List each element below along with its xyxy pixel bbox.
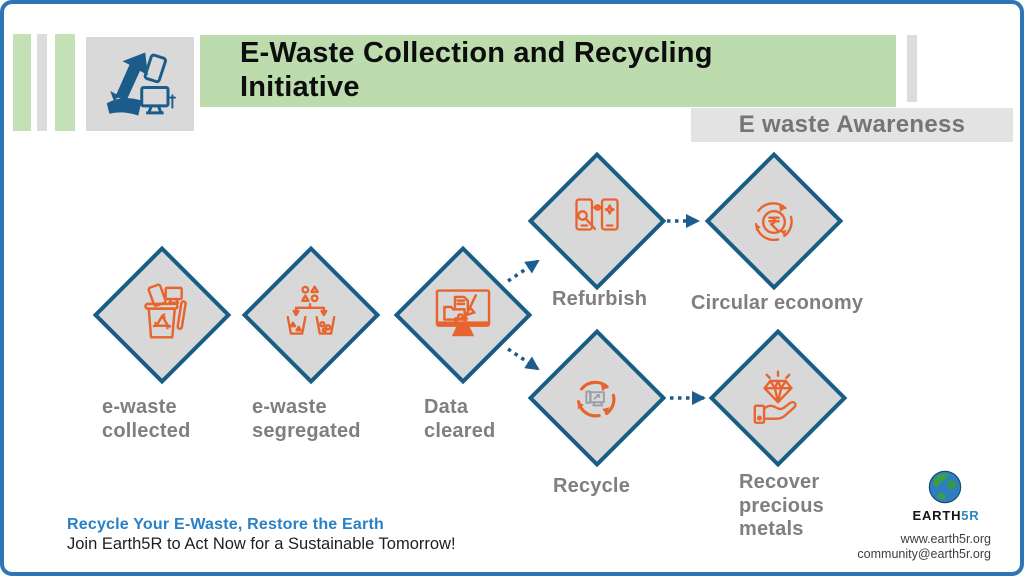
- sorting-shapes-bins-icon: [286, 285, 336, 335]
- hand-gem-icon: [753, 370, 797, 424]
- node-label-refurbish: Refurbish: [552, 288, 648, 310]
- brand-5r: 5R: [961, 508, 980, 523]
- brand-wordmark: EARTH5R: [912, 508, 980, 523]
- deco-bar-right: [907, 35, 917, 102]
- flow-node-circular-economy: [704, 151, 844, 291]
- flow-node-segregated: [241, 245, 381, 385]
- node-label-recover: Recover precious metals: [739, 471, 824, 541]
- node-label-circular-economy: Circular economy: [691, 292, 864, 314]
- trash-bin-devices-icon: [144, 283, 187, 339]
- footer-tagline-secondary: Join Earth5R to Act Now for a Sustainabl…: [67, 535, 456, 553]
- node-label-recycle: Recycle: [553, 475, 631, 497]
- deco-bar-green-2: [55, 34, 75, 131]
- brand-earth: EARTH: [912, 508, 962, 523]
- contact-block: www.earth5r.org community@earth5r.org: [857, 531, 991, 562]
- monitor-cleanup-icon: [435, 289, 491, 337]
- flow-node-data-cleared: [393, 245, 533, 385]
- deco-bar-gray: [37, 34, 47, 131]
- page-title: E-Waste Collection and Recycling Initiat…: [240, 37, 713, 103]
- earth-globe-icon: [928, 470, 962, 504]
- footer-tagline-primary: Recycle Your E-Waste, Restore the Earth: [67, 516, 384, 533]
- awareness-badge: E waste Awareness: [691, 108, 1013, 142]
- phone-repair-icon: [575, 198, 619, 231]
- recycle-arrows-computer-icon: [576, 380, 616, 418]
- header-icon-box: [86, 37, 194, 131]
- node-label-collected: e-waste collected: [102, 396, 191, 442]
- flow-node-recycle: [527, 328, 667, 468]
- title-banner: E-Waste Collection and Recycling Initiat…: [200, 35, 896, 107]
- node-label-segregated: e-waste segregated: [252, 396, 361, 442]
- flow-node-refurbish: [527, 151, 667, 291]
- website-link[interactable]: www.earth5r.org: [900, 532, 991, 546]
- node-label-data-cleared: Data cleared: [424, 396, 496, 442]
- flow-node-collected: [92, 245, 232, 385]
- email-link[interactable]: community@earth5r.org: [857, 547, 991, 562]
- deco-bar-green-1: [13, 34, 31, 131]
- flow-node-recover: [708, 328, 848, 468]
- e-waste-recycling-icon: [106, 52, 176, 116]
- rupee-circular-arrows-icon: [754, 202, 793, 242]
